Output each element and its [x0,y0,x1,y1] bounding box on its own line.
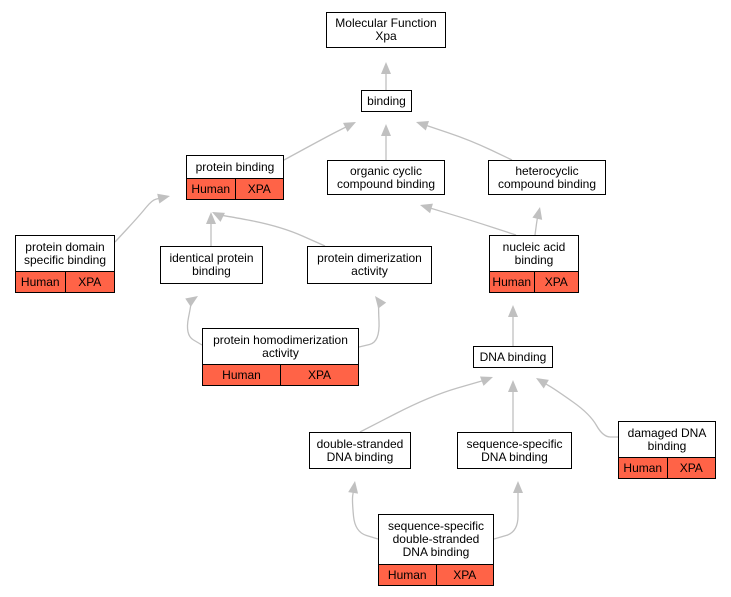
annotation-organism: Human [492,275,532,289]
edge-arrowhead [508,305,518,317]
node-label: protein domain specific binding [23,239,107,267]
node-binding[interactable]: binding [361,90,412,112]
edge-protein_homodimerization-to-protein_dimerization [358,296,387,348]
edge-protein_homodimerization-to-identical_protein [185,296,203,346]
edge-line [114,197,161,243]
edge-arrowhead [508,380,518,392]
edge-line [425,124,513,161]
node-heterocyclic[interactable]: heterocyclic compound binding [488,160,606,195]
edge-arrowhead [532,207,543,220]
edge-protein_dimerization-to-protein_binding [212,212,326,247]
edge-arrowhead [420,203,433,214]
annotation-gene: XPA [280,365,358,385]
node-ds-dna[interactable]: double-stranded DNA binding [309,432,411,469]
node-label: sequence-specific DNA binding [466,436,563,464]
annotation-organism: Human [191,182,231,196]
node-label: identical protein binding [169,251,254,278]
node-label: double-stranded DNA binding [316,436,404,464]
edge-damaged_dna-to-dna_binding [536,378,618,438]
edge-identical_protein-to-protein_binding [206,212,216,246]
edge-arrowhead [343,122,356,132]
node-label: Molecular Function Xpa [335,16,437,43]
annotation-gene: XPA [666,458,716,478]
edge-nucleic_acid-to-organic_cyclic [420,203,517,236]
node-organic-cyclic[interactable]: organic cyclic compound binding [327,160,445,195]
edge-seq_specific-to-dna_binding [508,380,518,432]
annotation-row: Human XPA [203,364,358,385]
node-seq-ds-dna[interactable]: sequence-specific double-stranded DNA bi… [378,514,494,586]
edge-line [534,216,539,236]
edge-line [429,207,517,236]
node-label: binding [367,93,406,108]
edge-nucleic_acid-to-heterocyclic [532,207,543,236]
annotation-row: Human XPA [379,564,493,585]
edge-protein_binding-to-binding [283,122,356,161]
edge-arrowhead [206,212,216,224]
annotation-gene: XPA [64,272,115,292]
edge-dna_binding-to-nucleic_acid [508,305,518,346]
node-protein-dimerization[interactable]: protein dimerization activity [307,246,432,284]
edge-ds_dna-to-dna_binding [359,376,493,433]
annotation-organism: Human [20,275,60,289]
node-label: sequence-specific double-stranded DNA bi… [387,519,485,559]
node-label: protein binding [195,159,275,174]
annotation-gene: XPA [234,179,284,199]
edge-arrowhead [480,376,493,386]
edge-line [217,214,326,247]
edge-line [544,382,618,438]
annotation-organism: Human [387,568,427,582]
node-mf[interactable]: Molecular Function Xpa [326,12,446,48]
edge-line [351,490,379,540]
edge-protein_domain-to-protein_binding [114,193,170,243]
annotation-gene: XPA [533,272,579,292]
annotation-row: Human XPA [16,271,114,292]
edge-binding-to-mf [381,62,391,90]
edge-line [359,379,485,433]
edge-arrowhead [381,124,391,136]
edge-seq_ds_dna-to-ds_dna [348,481,379,540]
node-label: nucleic acid binding [502,239,566,267]
edge-arrowhead [212,212,225,222]
edge-line [493,491,519,540]
edge-arrowhead [157,193,170,204]
edge-line [283,125,348,161]
edge-organic_cyclic-to-binding [381,124,391,160]
annotation-organism: Human [222,368,261,382]
node-identical-protein[interactable]: identical protein binding [160,246,263,284]
node-seq-specific[interactable]: sequence-specific DNA binding [457,432,572,469]
edge-seq_ds_dna-to-seq_specific [493,481,523,540]
node-label: damaged DNA binding [627,425,707,453]
edge-line [186,300,203,346]
edge-arrowhead [381,62,391,74]
edge-arrowhead [375,296,387,309]
node-label: DNA binding [479,349,547,364]
node-label: protein dimerization activity [317,251,422,278]
edge-arrowhead [348,481,359,494]
edge-arrowhead [185,296,198,307]
edge-heterocyclic-to-binding [416,121,513,161]
node-label: protein homodimerization activity [213,332,348,360]
edge-arrowhead [536,378,549,389]
annotation-organism: Human [623,461,663,475]
node-label: heterocyclic compound binding [497,163,597,191]
edge-arrowhead [416,121,429,131]
edge-arrowhead [513,481,523,493]
node-label: organic cyclic compound binding [336,163,436,191]
edge-line [358,301,382,348]
node-dna-binding[interactable]: DNA binding [473,346,553,368]
annotation-gene: XPA [435,565,494,585]
